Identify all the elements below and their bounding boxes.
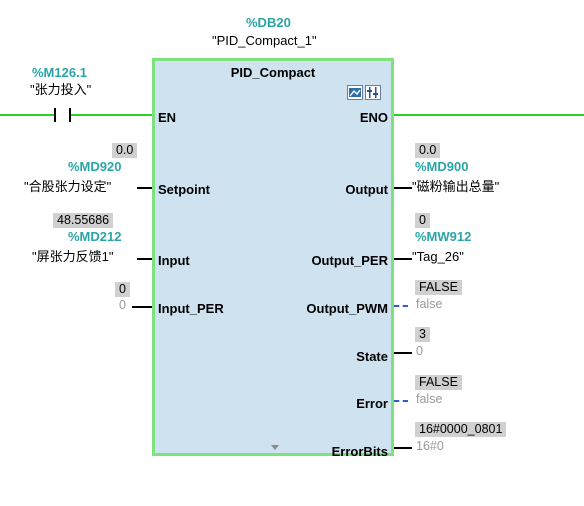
input-per-constant[interactable]: 0 — [119, 298, 126, 312]
pin-errorbits[interactable]: ErrorBits — [331, 444, 388, 459]
power-rail-wire-left — [0, 114, 54, 116]
error-wire — [394, 400, 408, 402]
pid-compact-block[interactable]: PID_Compact EN Setpoint Input Input_PER … — [152, 58, 394, 459]
state-value: 3 — [415, 327, 430, 342]
state-constant[interactable]: 0 — [416, 344, 423, 358]
errorbits-value: 16#0000_0801 — [415, 422, 507, 437]
pin-input[interactable]: Input — [158, 253, 190, 268]
setpoint-address[interactable]: %MD920 — [68, 159, 122, 174]
error-constant[interactable]: false — [416, 392, 443, 406]
input-tag[interactable]: "屏张力反馈1" — [32, 249, 114, 264]
input-value: 48.55686 — [53, 213, 114, 228]
setpoint-value: 0.0 — [112, 143, 138, 158]
instance-db-address: %DB20 — [246, 15, 291, 30]
input-per-value: 0 — [115, 282, 130, 297]
errorbits-constant[interactable]: 16#0 — [416, 439, 444, 453]
pin-error[interactable]: Error — [356, 396, 388, 411]
contact-right-bar[interactable] — [69, 108, 71, 122]
setpoint-wire — [137, 187, 152, 189]
error-value: FALSE — [415, 375, 462, 390]
pin-eno[interactable]: ENO — [359, 110, 388, 125]
input-address[interactable]: %MD212 — [68, 229, 122, 244]
output-pwm-constant[interactable]: false — [416, 297, 443, 311]
errorbits-wire — [394, 447, 412, 449]
output-address[interactable]: %MD900 — [415, 159, 469, 174]
commissioning-icon[interactable] — [347, 85, 363, 100]
contact-name[interactable]: "张力投入" — [30, 82, 92, 97]
contact-left-bar[interactable] — [54, 108, 56, 122]
output-per-value: 0 — [415, 213, 430, 228]
output-value: 0.0 — [415, 143, 441, 158]
configuration-icon[interactable] — [365, 85, 381, 100]
pin-setpoint[interactable]: Setpoint — [158, 182, 210, 197]
output-pwm-value: FALSE — [415, 280, 462, 295]
setpoint-tag[interactable]: "合股张力设定" — [24, 179, 112, 194]
expand-block-icon[interactable] — [271, 445, 279, 450]
pin-output[interactable]: Output — [345, 182, 388, 197]
pin-output-pwm[interactable]: Output_PWM — [306, 301, 388, 316]
pin-en[interactable]: EN — [158, 110, 177, 125]
output-per-wire — [394, 258, 412, 260]
pin-state[interactable]: State — [356, 349, 388, 364]
instance-db-name[interactable]: "PID_Compact_1" — [212, 33, 317, 48]
output-tag[interactable]: "磁粉输出总量" — [412, 179, 500, 194]
output-pwm-wire — [394, 305, 408, 307]
output-per-address[interactable]: %MW912 — [415, 229, 472, 244]
block-title: PID_Compact — [230, 65, 316, 80]
contact-address[interactable]: %M126.1 — [32, 65, 87, 80]
input-per-wire — [132, 306, 152, 308]
eno-wire — [394, 114, 584, 116]
pin-output-per[interactable]: Output_PER — [311, 253, 388, 268]
output-wire — [394, 187, 412, 189]
en-wire — [71, 114, 152, 116]
input-wire — [137, 258, 152, 260]
pin-input-per[interactable]: Input_PER — [158, 301, 224, 316]
output-per-tag[interactable]: "Tag_26" — [412, 249, 464, 264]
state-wire — [394, 352, 412, 354]
